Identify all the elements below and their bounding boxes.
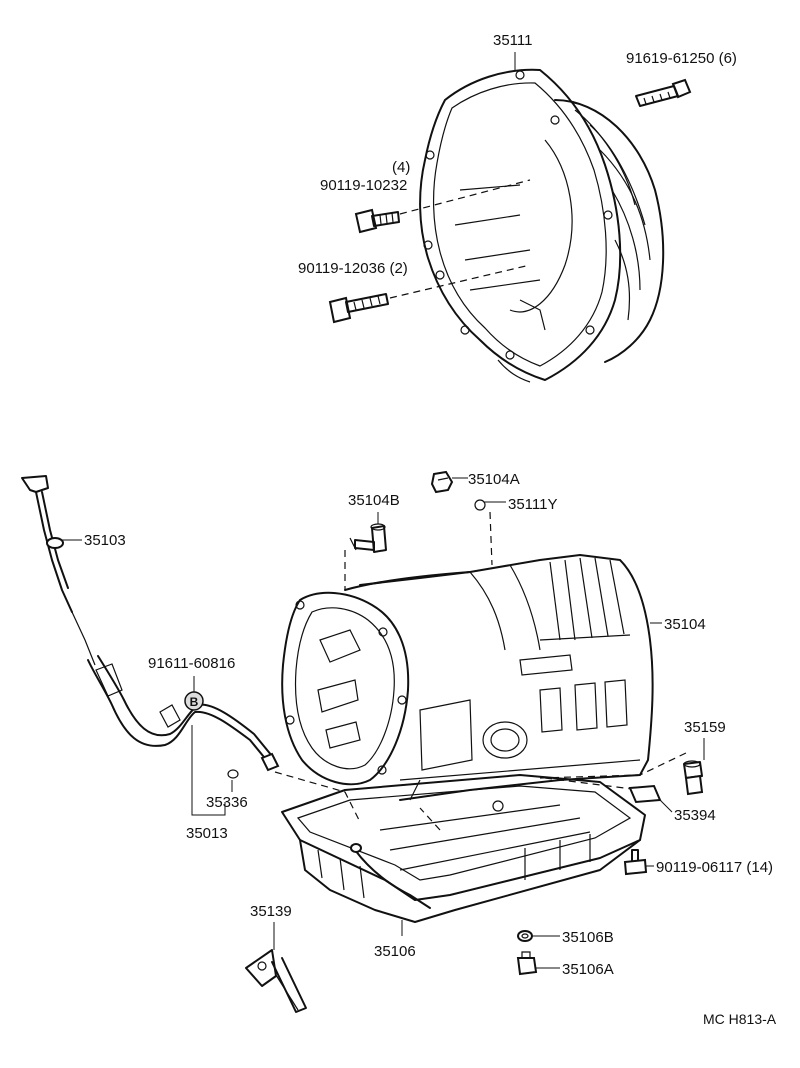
label-90119-10232-qty: (4) (392, 159, 410, 176)
pan-dash-right (539, 751, 689, 779)
strainer-end (350, 843, 362, 853)
oil-pan-35106 (281, 774, 646, 923)
sensor-35159 (683, 760, 704, 796)
elbow-35104B (349, 523, 387, 553)
washer-35106B (517, 930, 533, 942)
label-35336: 35336 (206, 794, 248, 811)
label-91611-60816: 91611-60816 (148, 655, 235, 672)
label-90119-12036: 90119-12036 (2) (298, 260, 408, 277)
bolt-90119-06117 (623, 849, 648, 876)
leader-35013 (191, 725, 226, 816)
dipstick-35103 (21, 475, 96, 666)
bolt-91619-61250 (635, 78, 692, 107)
bolt-90119-12036 (328, 264, 531, 324)
pan-dash-mid (419, 807, 441, 831)
label-35111: 35111 (493, 32, 533, 49)
plug-35106A (516, 951, 538, 976)
label-35106B: 35106B (562, 929, 614, 946)
badge-b: B (184, 691, 204, 711)
dipstick-tube-35013 (87, 655, 280, 772)
bell-housing-35111 (419, 68, 665, 383)
label-35013: 35013 (186, 825, 228, 842)
transmission-case-35104 (281, 554, 654, 801)
label-35106A: 35106A (562, 961, 614, 978)
label-90119-10232: 90119-10232 (320, 177, 407, 194)
label-90119-06117: 90119-06117 (14) (656, 859, 773, 876)
strainer-pipe (354, 849, 431, 909)
block-35394 (628, 784, 662, 804)
label-35104: 35104 (664, 616, 706, 633)
label-35139: 35139 (250, 903, 292, 920)
label-91619-61250: 91619-61250 (6) (626, 50, 737, 67)
label-35159: 35159 (684, 719, 726, 736)
oring-35336 (227, 769, 239, 779)
label-35111Y: 35111Y (508, 496, 558, 513)
oring-35111Y (474, 499, 486, 511)
diagram-code: MC H813-A (703, 1011, 777, 1027)
label-35394: 35394 (674, 807, 716, 824)
bolt-90119-10232 (354, 179, 531, 234)
label-35106: 35106 (374, 943, 416, 960)
label-35103: 35103 (84, 532, 126, 549)
badge-b-label: B (190, 695, 199, 709)
bracket-35139 (245, 949, 307, 1013)
oring-dash (489, 511, 493, 566)
pan-dash-left (274, 771, 361, 823)
leader-35394 (659, 799, 673, 813)
plug-35104A (430, 470, 454, 494)
pan-dash-right2 (544, 777, 641, 791)
label-35104B: 35104B (348, 492, 400, 509)
label-35104A: 35104A (468, 471, 520, 488)
